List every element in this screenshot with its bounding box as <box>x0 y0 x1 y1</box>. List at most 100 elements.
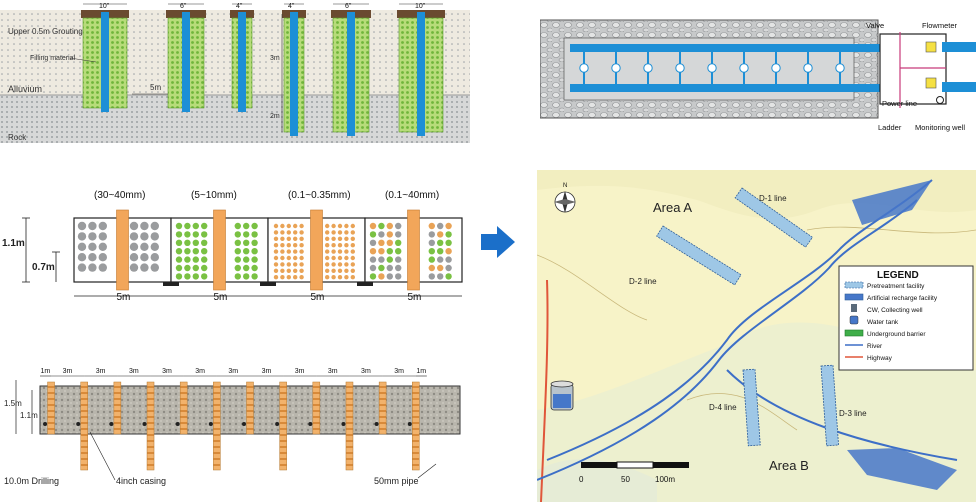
well-size-label: 10" <box>99 3 110 10</box>
well-pipe <box>238 12 246 112</box>
spacing-label: 3m <box>162 368 172 375</box>
width-label: 5m <box>117 292 131 303</box>
well-head-icon <box>579 63 589 73</box>
filter-cross-section: (30~40mm) 5m (5~10mm) 5m (0.1~0.35mm) 5m (0.1~… <box>0 184 470 306</box>
collecting-tank-plan: Valve Flowmeter Power line Ladder Monito… <box>540 19 976 132</box>
well-head-icon <box>643 63 653 73</box>
ladder-label: Ladder <box>878 123 902 132</box>
water-tank-icon <box>550 380 574 411</box>
d3-line-label: D-3 line <box>839 409 867 418</box>
spacing-label: 3m <box>129 368 139 375</box>
casing-label: 4inch casing <box>116 476 166 486</box>
flow-arrow-icon <box>481 226 515 258</box>
spacing-label: 3m <box>361 368 371 375</box>
well-pipe <box>101 12 109 112</box>
compass-icon: N <box>554 183 576 213</box>
north-label: N <box>563 183 567 189</box>
grain-size-label: (5~10mm) <box>191 190 237 201</box>
depth-label-3m: 3m <box>270 55 280 62</box>
spacing-label: 3m <box>96 368 106 375</box>
drill-casing <box>345 381 354 471</box>
monitoring-well-label: Monitoring well <box>915 123 965 132</box>
area-a-label: Area A <box>653 200 692 215</box>
width-label: 5m <box>408 292 422 303</box>
flowmeter-icon <box>925 41 937 53</box>
well-size-label: 4" <box>288 3 295 10</box>
well-head-icon <box>707 63 717 73</box>
filling-label: Filling material <box>30 55 76 62</box>
drill-casing <box>113 381 122 435</box>
well-pipe <box>417 12 425 136</box>
spacing-label: 3m <box>262 368 272 375</box>
legend-item-label: Artificial recharge facility <box>867 295 938 302</box>
drill-casing <box>80 381 88 471</box>
casing-pipe <box>310 209 323 291</box>
well-cross-section: 10"6"4"4"6"10" Upper 0.5m Grouting Filli… <box>0 0 470 150</box>
recharge-facility <box>656 225 742 286</box>
reservoir-bottom <box>847 448 957 490</box>
rock-label: Rock <box>8 133 27 142</box>
drill-casing <box>179 381 188 435</box>
drill-casing <box>412 381 420 471</box>
legend-item-label: River <box>867 343 883 350</box>
well-head-icon <box>611 63 621 73</box>
grain-size-label: (30~40mm) <box>94 190 145 201</box>
well-pipe <box>290 12 298 136</box>
width-label: 5m <box>311 292 325 303</box>
legend-item-label: Water tank <box>867 319 899 326</box>
spacing-label: 5m <box>150 83 161 92</box>
pipe-label: 50mm pipe <box>374 476 419 486</box>
drill-casing <box>246 381 254 435</box>
drilling-label: 10.0m Drilling <box>4 476 59 486</box>
area-b-label: Area B <box>769 458 809 473</box>
recharge-facility <box>742 368 761 447</box>
casing-pipe <box>407 209 420 291</box>
well-head-icon <box>803 63 813 73</box>
well-pipe <box>347 12 355 136</box>
drill-casing <box>279 381 287 471</box>
legend-item-label: CW, Collecting well <box>867 307 923 314</box>
spacing-label: 3m <box>394 368 404 375</box>
scale-tick-100: 100m <box>655 475 675 484</box>
drill-casing <box>146 381 155 471</box>
drill-casing <box>378 381 387 435</box>
well-size-label: 6" <box>180 3 187 10</box>
scale-tick-50: 50 <box>621 475 630 484</box>
power-line-label: Power line <box>882 99 917 108</box>
alluvium-label: Alluvium <box>8 84 42 94</box>
reservoir-top <box>852 180 932 225</box>
site-map: N Area A Area B D-1 line D-2 line D-3 li… <box>537 170 976 502</box>
monitoring-well-icon <box>936 96 944 104</box>
height-inner-label: 1.1m <box>20 411 38 420</box>
grout-label: Upper 0.5m Grouting <box>8 27 83 36</box>
well-pipe <box>182 12 190 112</box>
casing-pipe <box>116 209 129 291</box>
casing-pipe <box>213 209 226 291</box>
width-label: 5m <box>214 292 228 303</box>
recharge-facility <box>734 187 814 248</box>
height-outer-label: 1.5m <box>4 399 22 408</box>
height-inner-label: 0.7m <box>32 262 55 273</box>
spacing-label: 1m <box>41 368 51 375</box>
drill-casing <box>312 381 321 435</box>
spacing-label: 1m <box>416 368 426 375</box>
d2-line-label: D-2 line <box>629 277 657 286</box>
valve-label: Valve <box>866 21 884 30</box>
well-size-label: 4" <box>236 3 243 10</box>
well-size-label: 10" <box>415 3 426 10</box>
depth-label-2m: 2m <box>270 113 280 120</box>
well-head-icon <box>835 63 845 73</box>
well-head-icon <box>675 63 685 73</box>
collector-pipe <box>570 44 942 52</box>
well-head-icon <box>739 63 749 73</box>
recharge-facility <box>820 364 839 447</box>
grain-size-label: (0.1~0.35mm) <box>288 190 351 201</box>
legend-item-label: Highway <box>867 355 893 362</box>
spacing-label: 3m <box>63 368 73 375</box>
grain-size-label: (0.1~40mm) <box>385 190 439 201</box>
legend-item-label: Pretreatment facility <box>867 283 925 290</box>
well-head-icon <box>771 63 781 73</box>
spacing-label: 3m <box>328 368 338 375</box>
d4-line-label: D-4 line <box>709 403 737 412</box>
